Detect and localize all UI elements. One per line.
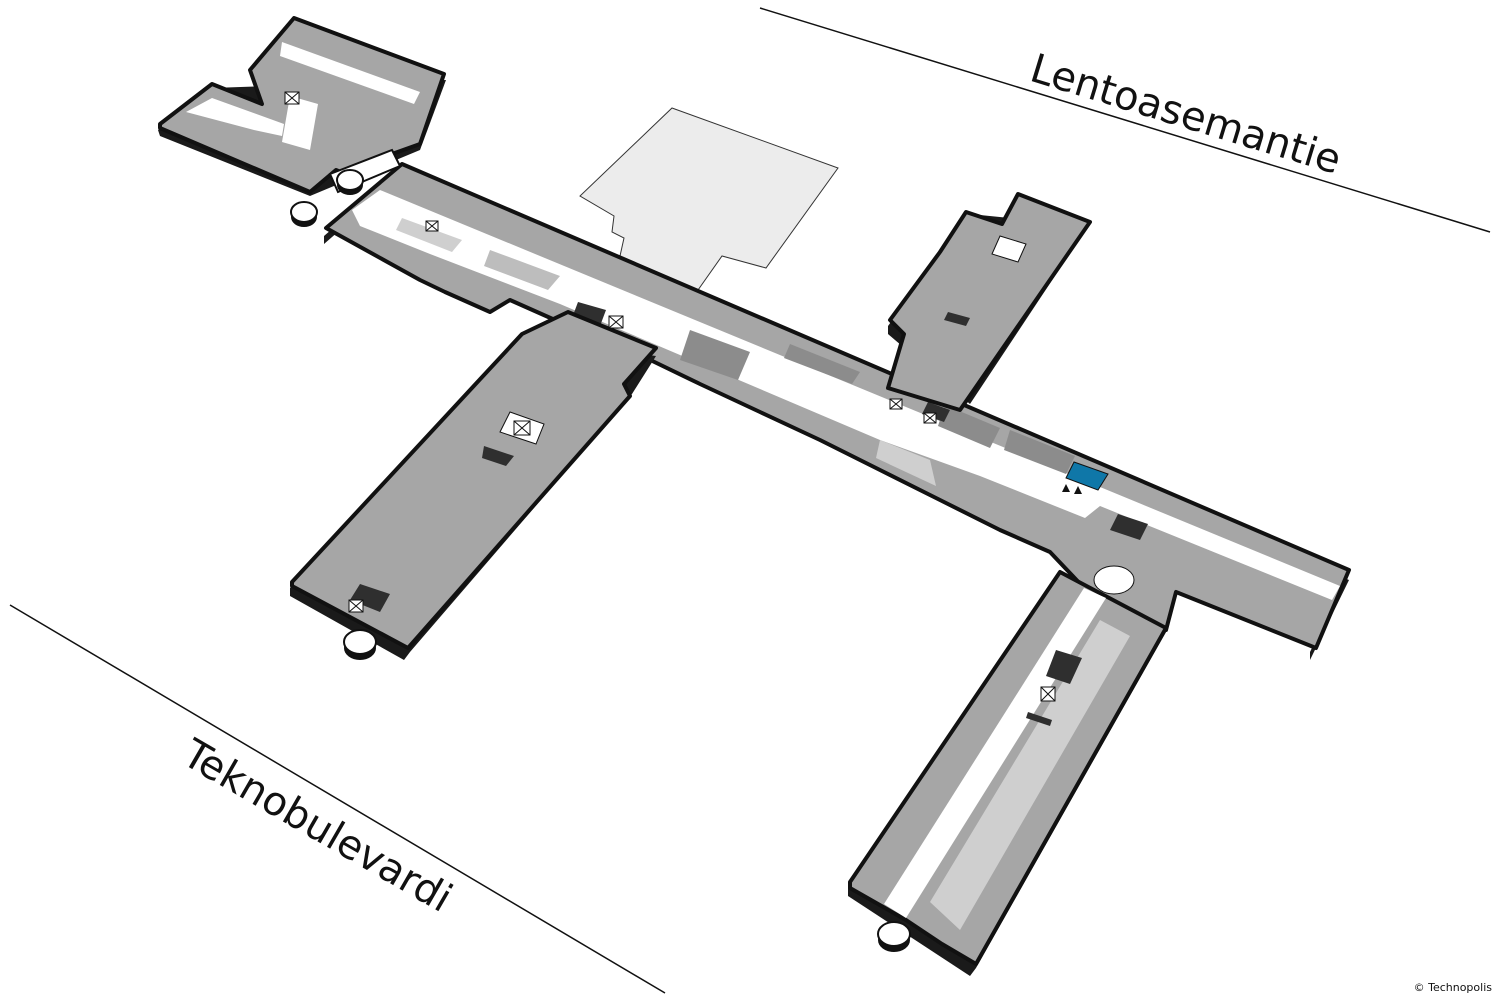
copyright-text: © Technopolis [1413, 981, 1492, 994]
room-block [784, 344, 860, 384]
room-block [876, 440, 936, 486]
elevator-icon [348, 599, 364, 613]
corridor [186, 98, 284, 136]
southwest-wing[interactable] [290, 310, 658, 660]
street-line-south [9, 604, 666, 994]
southwest-wing-floor[interactable] [290, 310, 658, 650]
room-block [680, 330, 750, 380]
location-marker-icon [1074, 486, 1082, 494]
main-corridor[interactable] [352, 190, 1340, 600]
location-marker-icon [1062, 484, 1070, 492]
room-block [991, 235, 1027, 263]
southeast-wing[interactable] [848, 565, 1168, 976]
service-block [922, 402, 950, 422]
lobby-circle [1093, 565, 1135, 595]
stairs-icon [343, 629, 377, 660]
service-block [1046, 650, 1082, 684]
street-label-north: Lentoasemantie [1025, 46, 1346, 184]
room-block [1004, 430, 1075, 474]
room-block [938, 405, 1000, 448]
corridor [280, 42, 420, 104]
street-line-north [759, 7, 1491, 233]
room-block [484, 250, 560, 290]
service-block [350, 584, 390, 612]
service-block [1110, 514, 1148, 540]
corridor [282, 96, 318, 150]
service-block [944, 312, 970, 326]
elevator-icon [284, 91, 300, 105]
elevator-icon [425, 220, 439, 232]
stairs-icon [290, 201, 318, 227]
northeast-wing-floor[interactable] [886, 192, 1092, 412]
elevator-icon [923, 412, 937, 424]
highlight-room[interactable] [1065, 461, 1109, 491]
service-block [482, 446, 514, 466]
elevator-icon [889, 398, 903, 410]
elevator-icon [1040, 686, 1056, 702]
stairs-icon [336, 169, 364, 195]
elevator-icon [513, 420, 531, 436]
street-label-south: Teknobulevardi [174, 730, 460, 921]
service-block [1026, 712, 1052, 726]
elevator-icon [608, 315, 624, 329]
room-block [396, 218, 462, 252]
main-wing[interactable] [324, 162, 1351, 660]
light-room [930, 620, 1130, 930]
stairs-icon [877, 921, 911, 952]
northeast-wing[interactable] [886, 192, 1092, 412]
